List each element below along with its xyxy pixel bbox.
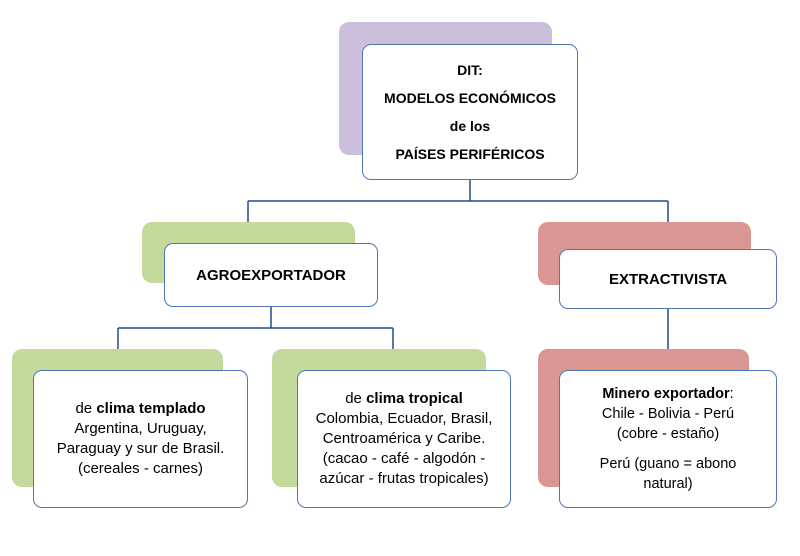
extractivista-label: EXTRACTIVISTA [608,270,728,288]
templado-title: clima templado [96,400,206,417]
agroexportador-node: AGROEXPORTADOR [164,243,378,307]
minero-line-2: (cobre - estaño) [616,426,720,442]
tropical-title: clima tropical [366,390,463,407]
root-line-2: MODELOS ECONÓMICOS [384,90,556,106]
agroexportador-label: AGROEXPORTADOR [196,266,346,284]
root-line-1: DIT: [457,62,483,78]
tropical-line-4: azúcar - frutas tropicales) [319,470,489,487]
extractivista-node: EXTRACTIVISTA [559,249,777,309]
tropical-line-2: Centroamérica y Caribe. [322,430,486,447]
minero-line-1: Chile - Bolivia - Perú [601,406,735,422]
root-line-4: PAÍSES PERIFÉRICOS [395,146,545,162]
templado-line-3: (cereales - carnes) [77,460,204,477]
tropical-line-3: (cacao - café - algodón - [322,450,486,467]
clima-tropical-node: de clima tropical Colombia, Ecuador, Bra… [297,370,511,508]
tropical-heading: de clima tropical [345,390,463,407]
connector-agro-to-children [117,307,394,370]
connector-root-to-level2 [247,180,669,249]
minero-title: Minero exportador [602,386,730,402]
minero-extra-1: Perú (guano = abono [599,456,737,472]
root-node: DIT: MODELOS ECONÓMICOS de los PAÍSES PE… [362,44,578,180]
templado-heading: de clima templado [75,400,206,417]
minero-heading: Minero exportador: [602,386,734,402]
minero-extra-2: natural) [643,476,693,492]
tropical-line-1: Colombia, Ecuador, Brasil, [315,410,493,427]
templado-line-2: Paraguay y sur de Brasil. [56,440,225,457]
minero-exportador-node: Minero exportador: Chile - Bolivia - Per… [559,370,777,508]
root-line-3: de los [449,118,491,134]
clima-templado-node: de clima templado Argentina, Uruguay, Pa… [33,370,248,508]
templado-line-1: Argentina, Uruguay, [74,420,207,437]
